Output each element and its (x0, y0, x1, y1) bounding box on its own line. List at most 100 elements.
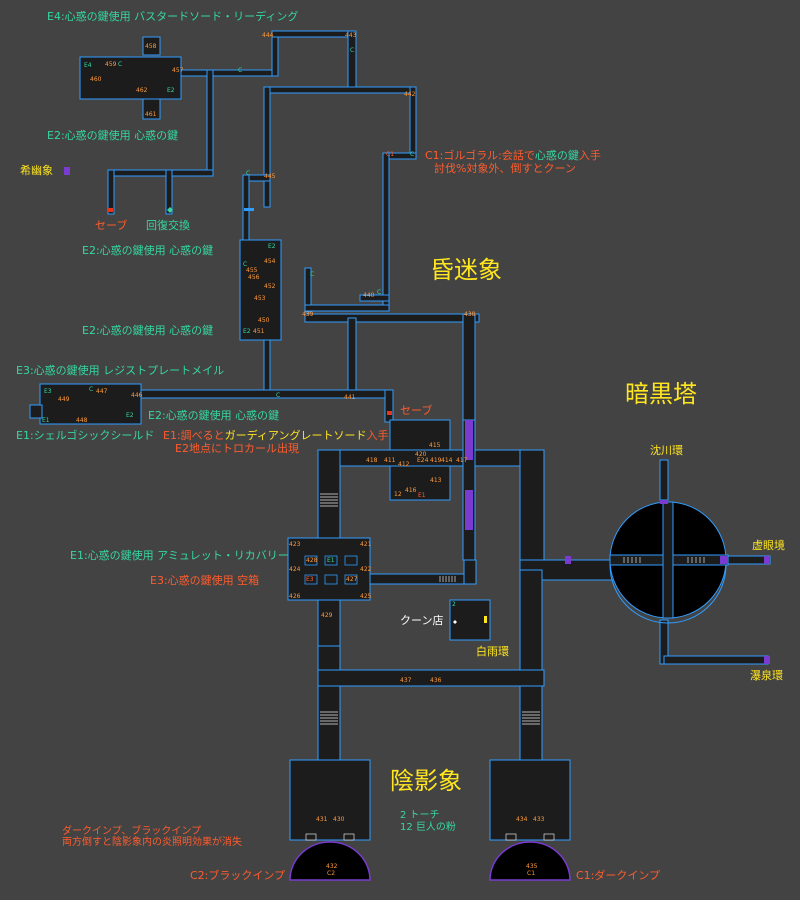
exit-sinsen-label: 沈川環 (650, 444, 683, 457)
room-number: 451 (253, 328, 265, 335)
magic-door-west (64, 167, 70, 175)
room-number: 459 (105, 61, 117, 68)
marker-e4: E4 (84, 62, 92, 69)
room-number: 413 (430, 477, 442, 484)
corridor-left-vert (206, 69, 214, 171)
note-e1-check-b: ガーディアングレートソード (224, 429, 367, 442)
door-blue-450 (244, 208, 254, 211)
note-e4: E4:心惑の鍵使用 バスタードソード・リーディング (47, 10, 299, 23)
room-number: 442 (404, 91, 416, 98)
corridor-457 (180, 69, 279, 77)
corridor-save-mid (384, 389, 394, 423)
note-e2-mid2: E2:心惑の鍵使用 心惑の鍵 (82, 324, 214, 337)
corridor-439-vert (304, 267, 312, 313)
room-e3b (324, 574, 338, 585)
room-number: 441 (344, 394, 356, 401)
note-e3-empty: E3:心惑の鍵使用 空箱 (150, 574, 260, 587)
room-number: 435 (526, 863, 538, 870)
circle-inner-arc (609, 564, 727, 624)
corridor-sinsen (659, 459, 669, 501)
exit-bakusen-label: 瀑泉環 (750, 669, 783, 682)
label-koon-shop: クーン店 (400, 614, 444, 627)
marker-c1: C1 (386, 151, 395, 158)
exit-e1-left (29, 404, 43, 419)
magic-door-circle-e (720, 556, 728, 564)
label-torch: 2 トーチ (400, 810, 440, 821)
room-e3 (304, 574, 318, 585)
label-save-mid: セーブ (400, 404, 433, 417)
corridor-to-shop (369, 573, 477, 585)
room-number: 427 (346, 576, 358, 583)
marker-c: C (89, 386, 94, 393)
note-e3: E3:心惑の鍵使用 レジストプレートメイル (16, 364, 225, 377)
room-number: 458 (145, 43, 157, 50)
room-461 (142, 98, 161, 120)
room-450s (239, 239, 282, 341)
room-number: 440 (363, 292, 375, 299)
corridor-sw-down (317, 685, 341, 761)
door-r1 (505, 833, 517, 841)
corridor-se-down (519, 685, 543, 761)
room-number: 450 (258, 317, 270, 324)
note-e2-low: E2:心惑の鍵使用 心惑の鍵 (148, 409, 280, 422)
note-c1-line1: C1:ゴルゴラル:会話で心惑の鍵入手 (425, 149, 601, 163)
room-number: 423 (289, 541, 301, 548)
room-number: 425 (360, 593, 372, 600)
room-number: 437 (400, 677, 412, 684)
dome-left (289, 841, 371, 881)
magic-door-north (465, 420, 473, 460)
marker-e2: E2 (167, 87, 175, 94)
door-l2 (343, 833, 355, 841)
magic-door-mid (465, 490, 473, 530)
room-number: 418 (366, 457, 378, 464)
room-number: 421 (360, 541, 372, 548)
magic-door-sinsen (660, 500, 668, 504)
room-458 (142, 36, 161, 56)
dome-right (489, 841, 571, 881)
door-r2 (543, 833, 555, 841)
room-number: 426 (289, 593, 301, 600)
note-imp-line2: 両方倒すと陰影象内の炎照明効果が消失 (62, 837, 242, 848)
stairs-e1 (522, 711, 540, 725)
note-c1-get: 入手 (578, 149, 601, 162)
room-number: 415 (429, 442, 441, 449)
marker-c: C (310, 271, 315, 278)
room-number: 428 (306, 557, 318, 564)
room-number: 414 (441, 457, 453, 464)
shop-white-marker (453, 620, 457, 624)
marker-e2: E2 (268, 243, 276, 250)
room-number: 416 (405, 487, 417, 494)
room-number: 447 (96, 388, 108, 395)
note-c1-line2: 討伐%対象外、倒すとクーン (434, 162, 576, 175)
room-number: 453 (254, 295, 266, 302)
corridor-429 (317, 599, 341, 647)
corridor-443 (347, 30, 357, 94)
room-number: 430 (333, 816, 345, 823)
save-marker-mid (387, 411, 392, 415)
room-446-449 (39, 383, 142, 425)
marker-e1-central: E1 (418, 492, 426, 499)
room-number: 434 (516, 816, 528, 823)
label-save-left: セーブ (95, 219, 128, 232)
marker-c: C (243, 261, 248, 268)
room-433-434 (489, 759, 571, 841)
corridor-kyogan (727, 555, 771, 565)
exit-kyogan-label: 虚眼境 (752, 539, 785, 552)
room-number: 457 (172, 67, 184, 74)
corridor-save-recover (107, 169, 214, 177)
note-c1-text: C1:ゴルゴラル:会話で (425, 149, 535, 162)
room-number: 417 (456, 457, 468, 464)
corridor-442 (263, 86, 417, 94)
marker-e3: E3 (44, 388, 52, 395)
corridor-440 (359, 294, 390, 302)
marker-12: 12 (394, 491, 402, 498)
corridor-444-443 (271, 30, 357, 38)
room-number: 431 (316, 816, 328, 823)
marker-c: C (350, 47, 355, 54)
marker-c: C (238, 67, 243, 74)
note-imp-line1: ダークインプ、ブラックインプ (62, 826, 202, 837)
marker-e24: E24 (417, 457, 429, 464)
corridor-437-436 (317, 669, 545, 687)
corridor-shop-link (463, 559, 477, 585)
